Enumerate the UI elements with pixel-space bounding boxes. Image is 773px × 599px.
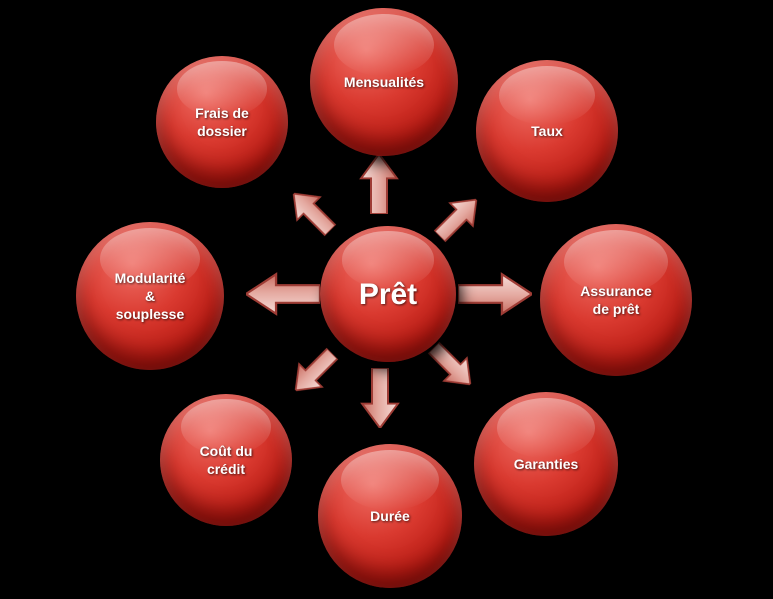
node-mensualites: Mensualités <box>310 8 458 156</box>
node-modularite-souplesse-label: Modularité & souplesse <box>114 269 186 323</box>
arrow-up-left-icon <box>281 181 343 243</box>
node-garanties: Garanties <box>474 392 618 536</box>
node-assurance-de-pret-label: Assurance de prêt <box>580 282 652 317</box>
node-cout-du-credit: Coût du crédit <box>160 394 292 526</box>
node-mensualites-label: Mensualités <box>343 73 425 90</box>
arrow-left-icon <box>246 272 320 316</box>
arrow-up-right-icon <box>427 187 489 249</box>
arrow-up-icon <box>359 154 399 214</box>
arrow-right-icon <box>458 272 532 316</box>
arrow-down-left-icon <box>283 341 345 403</box>
node-cout-du-credit-label: Coût du crédit <box>199 442 253 477</box>
arrow-down-icon <box>360 368 400 428</box>
node-frais-de-dossier-label: Frais de dossier <box>195 104 249 139</box>
node-duree-label: Durée <box>370 507 410 524</box>
node-modularite-souplesse: Modularité & souplesse <box>76 222 224 370</box>
node-garanties-label: Garanties <box>513 455 579 472</box>
node-pret-center-label: Prêt <box>358 277 418 311</box>
node-taux: Taux <box>476 60 618 202</box>
arrow-down-right-icon <box>421 335 483 397</box>
node-frais-de-dossier: Frais de dossier <box>156 56 288 188</box>
node-pret-center: Prêt <box>320 226 456 362</box>
node-assurance-de-pret: Assurance de prêt <box>540 224 692 376</box>
node-duree: Durée <box>318 444 462 588</box>
node-taux-label: Taux <box>531 122 563 139</box>
